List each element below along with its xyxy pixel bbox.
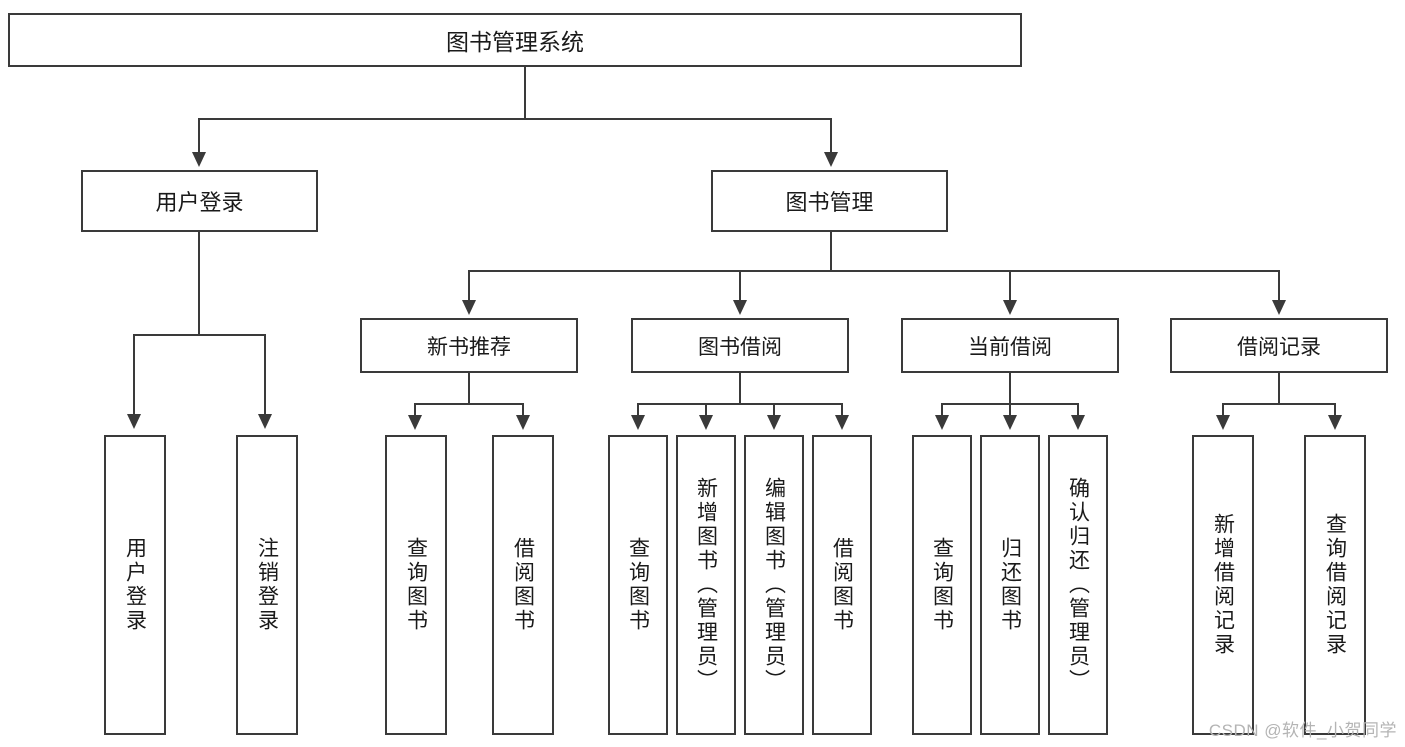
node-label: 当前借阅 [968,335,1052,359]
node-label: 注销登录 [255,537,279,633]
leaf-borrow-book-bb[interactable]: 借阅图书 [812,435,872,735]
node-label: 用户登录 [123,537,147,633]
edge-cb-to-leaf-0 [941,403,943,417]
node-label: 用户登录 [155,190,244,215]
node-label: 查询图书 [626,537,650,633]
arrow-bb-to-leaf-2 [767,415,781,430]
arrow-bb-to-leaf-0 [631,415,645,430]
edge-root-to-book-mgmt [830,118,832,154]
edge-root-bus [198,118,832,120]
node-root-system[interactable]: 图书管理系统 [8,13,1022,67]
node-label: 新书推荐 [427,335,511,359]
arrow-to-user-login [192,152,206,167]
edge-current-borrow-stem [1009,373,1011,405]
edge-borrow-record-stem [1278,373,1280,405]
node-label: 新增借阅记录 [1211,513,1235,657]
edge-nb-to-leaf-0 [414,403,416,417]
edge-new-book-stem [468,373,470,405]
node-new-book-recommend[interactable]: 新书推荐 [360,318,578,373]
node-label: 新增图书（管理员） [694,477,718,693]
leaf-query-book-bb[interactable]: 查询图书 [608,435,668,735]
node-label: 图书管理系统 [446,29,584,55]
edge-borrow-record-bus [1222,403,1336,405]
edge-to-new-book [468,270,470,302]
node-label: 借阅图书 [830,537,854,633]
edge-bb-to-leaf-0 [637,403,639,417]
node-book-management[interactable]: 图书管理 [711,170,948,232]
node-label: 图书借阅 [698,335,782,359]
arrow-to-leaf-logout [258,414,272,429]
edge-user-login-stem [198,232,200,336]
leaf-query-borrow-record[interactable]: 查询借阅记录 [1304,435,1366,735]
edge-to-leaf-user-login [133,334,135,416]
edge-bb-to-leaf-1 [705,403,707,417]
edge-to-leaf-logout [264,334,266,416]
edge-to-current-borrow [1009,270,1011,302]
arrow-nb-to-leaf-0 [408,415,422,430]
arrow-br-to-leaf-1 [1328,415,1342,430]
edge-book-mgmt-bus [468,270,1280,272]
arrow-cb-to-leaf-0 [935,415,949,430]
leaf-edit-book-admin[interactable]: 编辑图书（管理员） [744,435,804,735]
arrow-cb-to-leaf-2 [1071,415,1085,430]
edge-br-to-leaf-1 [1334,403,1336,417]
leaf-query-book-nb[interactable]: 查询图书 [385,435,447,735]
leaf-borrow-book-nb[interactable]: 借阅图书 [492,435,554,735]
arrow-to-book-borrow [733,300,747,315]
node-borrow-record[interactable]: 借阅记录 [1170,318,1388,373]
leaf-add-book-admin[interactable]: 新增图书（管理员） [676,435,736,735]
node-book-borrow[interactable]: 图书借阅 [631,318,849,373]
edge-root-stem [524,67,526,119]
node-label: 查询借阅记录 [1323,513,1347,657]
edge-br-to-leaf-0 [1222,403,1224,417]
edge-cb-to-leaf-2 [1077,403,1079,417]
leaf-query-book-cb[interactable]: 查询图书 [912,435,972,735]
node-label: 查询图书 [404,537,428,633]
node-label: 图书管理 [785,190,874,215]
leaf-logout[interactable]: 注销登录 [236,435,298,735]
edge-bb-to-leaf-2 [773,403,775,417]
edge-new-book-bus [414,403,524,405]
edge-nb-to-leaf-1 [522,403,524,417]
node-label: 归还图书 [998,537,1022,633]
leaf-add-borrow-record[interactable]: 新增借阅记录 [1192,435,1254,735]
leaf-confirm-return-admin[interactable]: 确认归还（管理员） [1048,435,1108,735]
edge-book-mgmt-stem [830,232,832,272]
edge-user-login-bus [133,334,266,336]
arrow-bb-to-leaf-3 [835,415,849,430]
arrow-to-leaf-user-login [127,414,141,429]
leaf-user-login[interactable]: 用户登录 [104,435,166,735]
arrow-to-current-borrow [1003,300,1017,315]
arrow-to-book-mgmt [824,152,838,167]
edge-to-book-borrow [739,270,741,302]
node-label: 确认归还（管理员） [1066,477,1090,693]
arrow-br-to-leaf-0 [1216,415,1230,430]
arrow-to-borrow-record [1272,300,1286,315]
leaf-return-book[interactable]: 归还图书 [980,435,1040,735]
node-user-login[interactable]: 用户登录 [81,170,318,232]
edge-cb-to-leaf-1 [1009,403,1011,417]
node-label: 借阅图书 [511,537,535,633]
edge-book-borrow-bus [637,403,843,405]
arrow-nb-to-leaf-1 [516,415,530,430]
node-label: 编辑图书（管理员） [762,477,786,693]
node-label: 查询图书 [930,537,954,633]
arrow-bb-to-leaf-1 [699,415,713,430]
edge-to-borrow-record [1278,270,1280,302]
edge-root-to-user-login [198,118,200,154]
node-current-borrow[interactable]: 当前借阅 [901,318,1119,373]
arrow-cb-to-leaf-1 [1003,415,1017,430]
edge-bb-to-leaf-3 [841,403,843,417]
edge-book-borrow-stem [739,373,741,405]
node-label: 借阅记录 [1237,335,1321,359]
arrow-to-new-book [462,300,476,315]
